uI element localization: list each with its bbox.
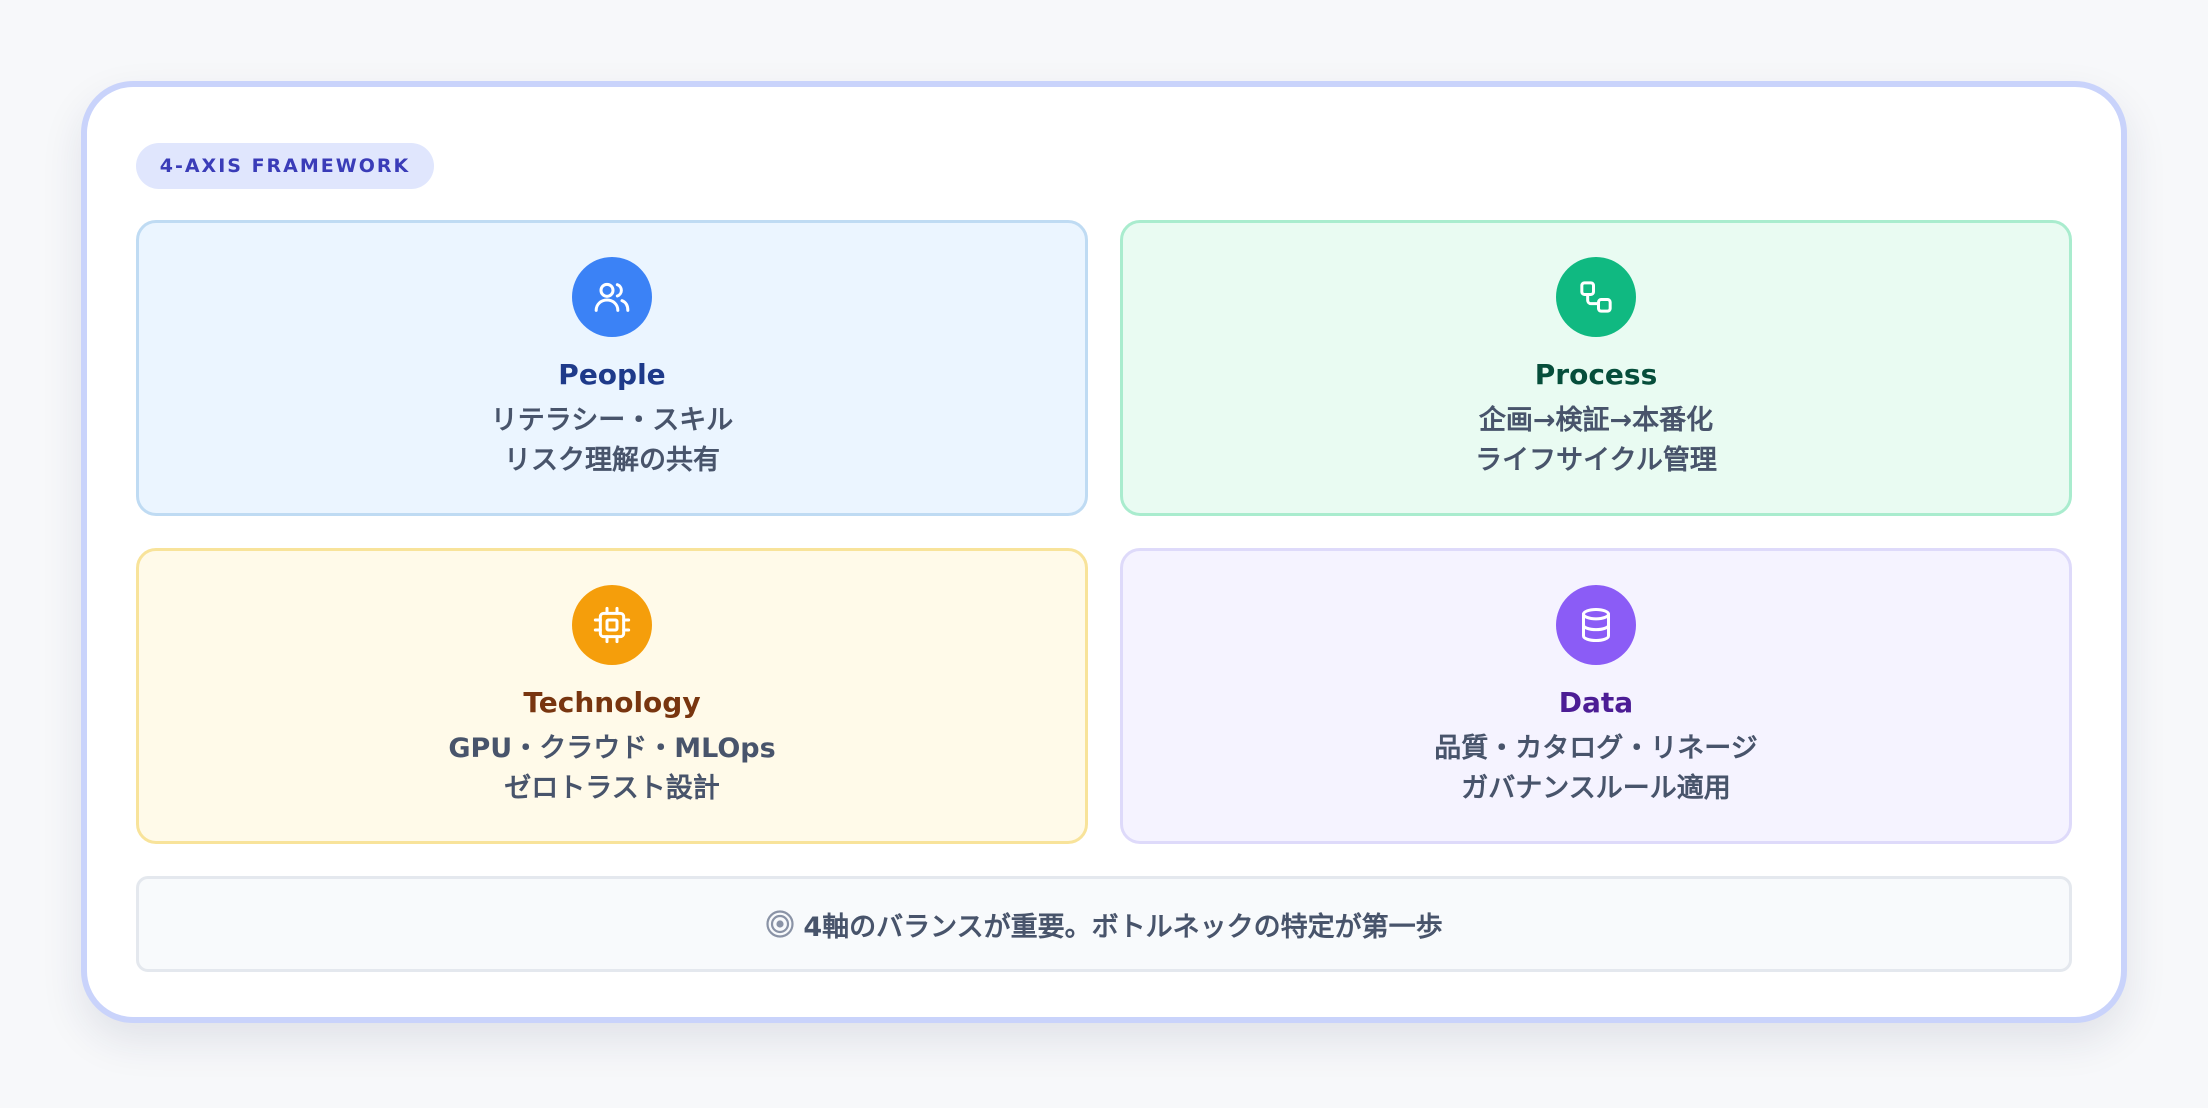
users-icon <box>572 257 652 337</box>
people-card: People リテラシー・スキル リスク理解の共有 <box>136 220 1088 516</box>
people-line-1: リテラシー・スキル <box>490 405 734 436</box>
data-card: Data 品質・カタログ・リネージ ガバナンスルール適用 <box>1120 548 2072 844</box>
technology-line-2: ゼロトラスト設計 <box>504 773 720 804</box>
database-icon <box>1556 585 1636 665</box>
target-icon <box>766 910 794 938</box>
people-line-2: リスク理解の共有 <box>504 445 720 476</box>
technology-title: Technology <box>523 686 701 719</box>
process-line-2: ライフサイクル管理 <box>1475 445 1717 476</box>
workflow-icon <box>1556 257 1636 337</box>
process-card: Process 企画→検証→本番化 ライフサイクル管理 <box>1120 220 2072 516</box>
summary-text: 4軸のバランスが重要。ボトルネックの特定が第一歩 <box>803 911 1443 943</box>
data-line-2: ガバナンスルール適用 <box>1461 773 1731 804</box>
data-line-1: 品質・カタログ・リネージ <box>1434 733 1758 764</box>
technology-card: Technology GPU・クラウド・MLOps ゼロトラスト設計 <box>136 548 1088 844</box>
framework-badge: 4-AXIS FRAMEWORK <box>136 143 434 189</box>
summary-bar: 4軸のバランスが重要。ボトルネックの特定が第一歩 <box>136 876 2072 972</box>
cpu-icon <box>572 585 652 665</box>
technology-line-1: GPU・クラウド・MLOps <box>448 733 776 764</box>
people-title: People <box>558 358 666 391</box>
data-title: Data <box>1558 686 1634 719</box>
process-line-1: 企画→検証→本番化 <box>1478 405 1714 436</box>
process-title: Process <box>1534 358 1658 391</box>
